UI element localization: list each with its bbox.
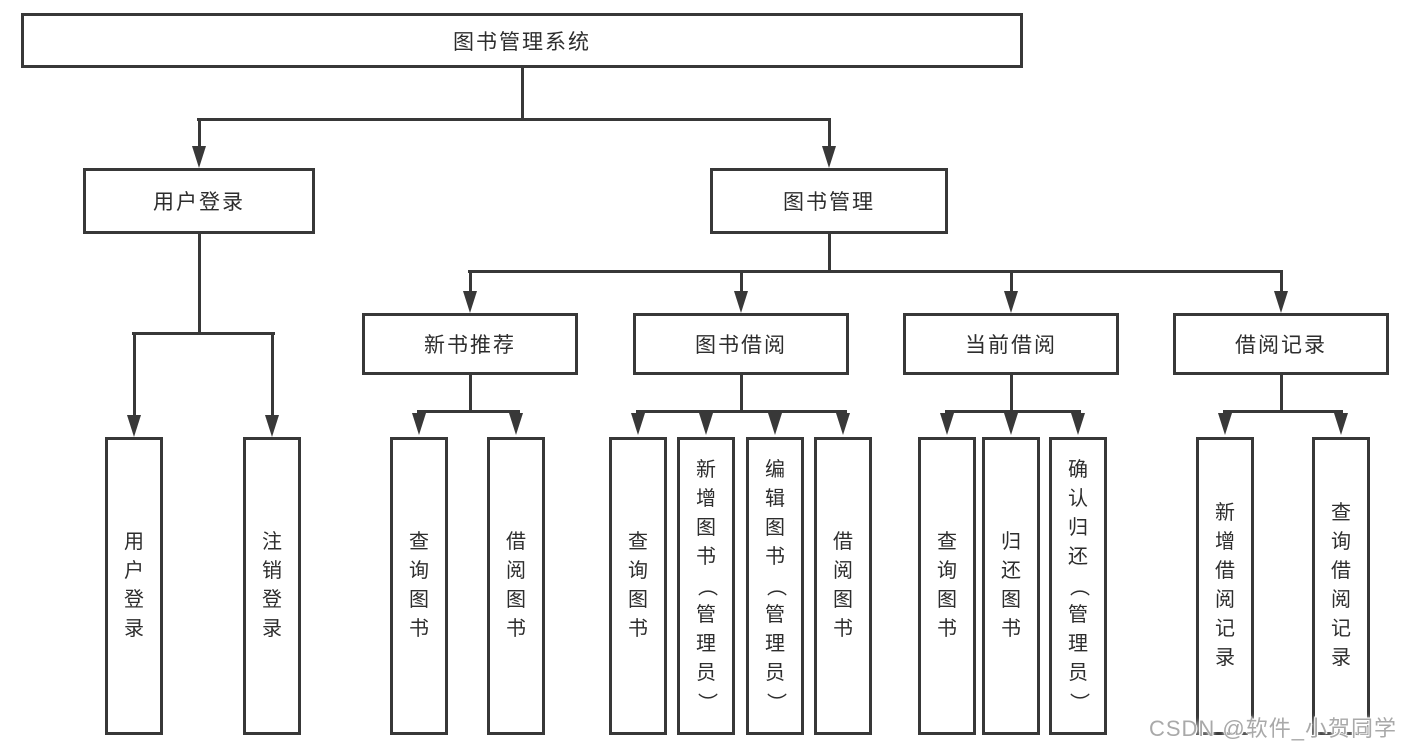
node-book-borrowing: 图书借阅 [633,313,849,375]
leaf-label: 新增图书（管理员） [695,458,718,713]
connector-currentborrow-drop [1010,270,1013,293]
arrowhead-groupD-2 [1004,413,1018,435]
arrowhead-logout-leaf [265,415,279,437]
node-leaf-borrow-books: 借阅图书 [814,437,872,735]
arrowhead-groupE-1 [1218,413,1232,435]
node-leaf-confirm-return-admin: 确认归还（管理员） [1049,437,1107,735]
node-book-management: 图书管理 [710,168,948,234]
arrowhead-groupD-1 [940,413,954,435]
connector-book-mgmt-drop [828,118,831,148]
arrowhead-newbook [463,291,477,313]
connector-groupE-bar [1223,410,1343,413]
node-leaf-edit-books-admin: 编辑图书（管理员） [746,437,804,735]
connector-groupB-bar [417,410,520,413]
connector-user-login-stub [198,234,201,332]
node-leaf-query-borrow-record: 查询借阅记录 [1312,437,1370,735]
leaf-label: 新增借阅记录 [1215,502,1235,669]
connector-groupB-stub [469,375,472,410]
connector-bookborrow-drop [740,270,743,293]
leaf-label: 查询图书 [937,531,957,640]
arrowhead-groupC-1 [631,413,645,435]
arrowhead-login-leaf [127,415,141,437]
connector-level3-bar [468,270,1283,273]
node-leaf-add-books-admin: 新增图书（管理员） [677,437,735,735]
arrowhead-borrowrecords [1274,291,1288,313]
arrowhead-currentborrow [1004,291,1018,313]
arrowhead-groupB-1 [412,413,426,435]
arrowhead-user-login [192,146,206,168]
connector-root-stub [521,68,524,118]
connector-user-login-bar [132,332,275,335]
arrowhead-groupD-3 [1071,413,1085,435]
csdn-watermark: CSDN @软件_小贺同学 [1148,716,1397,741]
node-leaf-query-books-borrowing: 查询图书 [609,437,667,735]
connector-groupE-stub [1280,375,1283,410]
connector-newbook-drop [469,270,472,293]
node-leaf-user-login: 用户登录 [105,437,163,735]
node-user-login: 用户登录 [83,168,315,234]
connector-groupC-bar [636,410,847,413]
leaf-label: 借阅图书 [833,531,853,640]
node-current-borrowing: 当前借阅 [903,313,1119,375]
connector-user-login-drop [198,118,201,148]
arrowhead-book-mgmt [822,146,836,168]
connector-groupD-stub [1010,375,1013,410]
connector-login-leaf-drop [133,332,136,415]
node-leaf-query-books-current: 查询图书 [918,437,976,735]
leaf-label: 查询图书 [409,531,429,640]
leaf-label: 归还图书 [1001,531,1021,640]
connector-borrowrecords-drop [1280,270,1283,293]
connector-root-bar [197,118,831,121]
connector-groupD-bar [945,410,1081,413]
node-leaf-borrow-books-recommend: 借阅图书 [487,437,545,735]
connector-groupC-stub [740,375,743,410]
leaf-label: 注销登录 [262,531,282,640]
node-leaf-add-borrow-record: 新增借阅记录 [1196,437,1254,735]
node-leaf-return-books: 归还图书 [982,437,1040,735]
arrowhead-bookborrow [734,291,748,313]
leaf-label: 查询借阅记录 [1331,502,1351,669]
leaf-label: 确认归还（管理员） [1067,458,1090,713]
arrowhead-groupC-4 [836,413,850,435]
leaf-label: 查询图书 [628,531,648,640]
arrowhead-groupC-2 [699,413,713,435]
node-leaf-query-books-recommend: 查询图书 [390,437,448,735]
node-borrowing-records: 借阅记录 [1173,313,1389,375]
node-leaf-logout: 注销登录 [243,437,301,735]
arrowhead-groupE-2 [1334,413,1348,435]
connector-book-mgmt-stub [828,234,831,270]
leaf-label: 用户登录 [124,531,144,640]
leaf-label: 借阅图书 [506,531,526,640]
arrowhead-groupC-3 [768,413,782,435]
leaf-label: 编辑图书（管理员） [764,458,787,713]
connector-logout-leaf-drop [271,332,274,415]
arrowhead-groupB-2 [509,413,523,435]
node-library-management-system: 图书管理系统 [21,13,1023,68]
node-new-book-recommend: 新书推荐 [362,313,578,375]
